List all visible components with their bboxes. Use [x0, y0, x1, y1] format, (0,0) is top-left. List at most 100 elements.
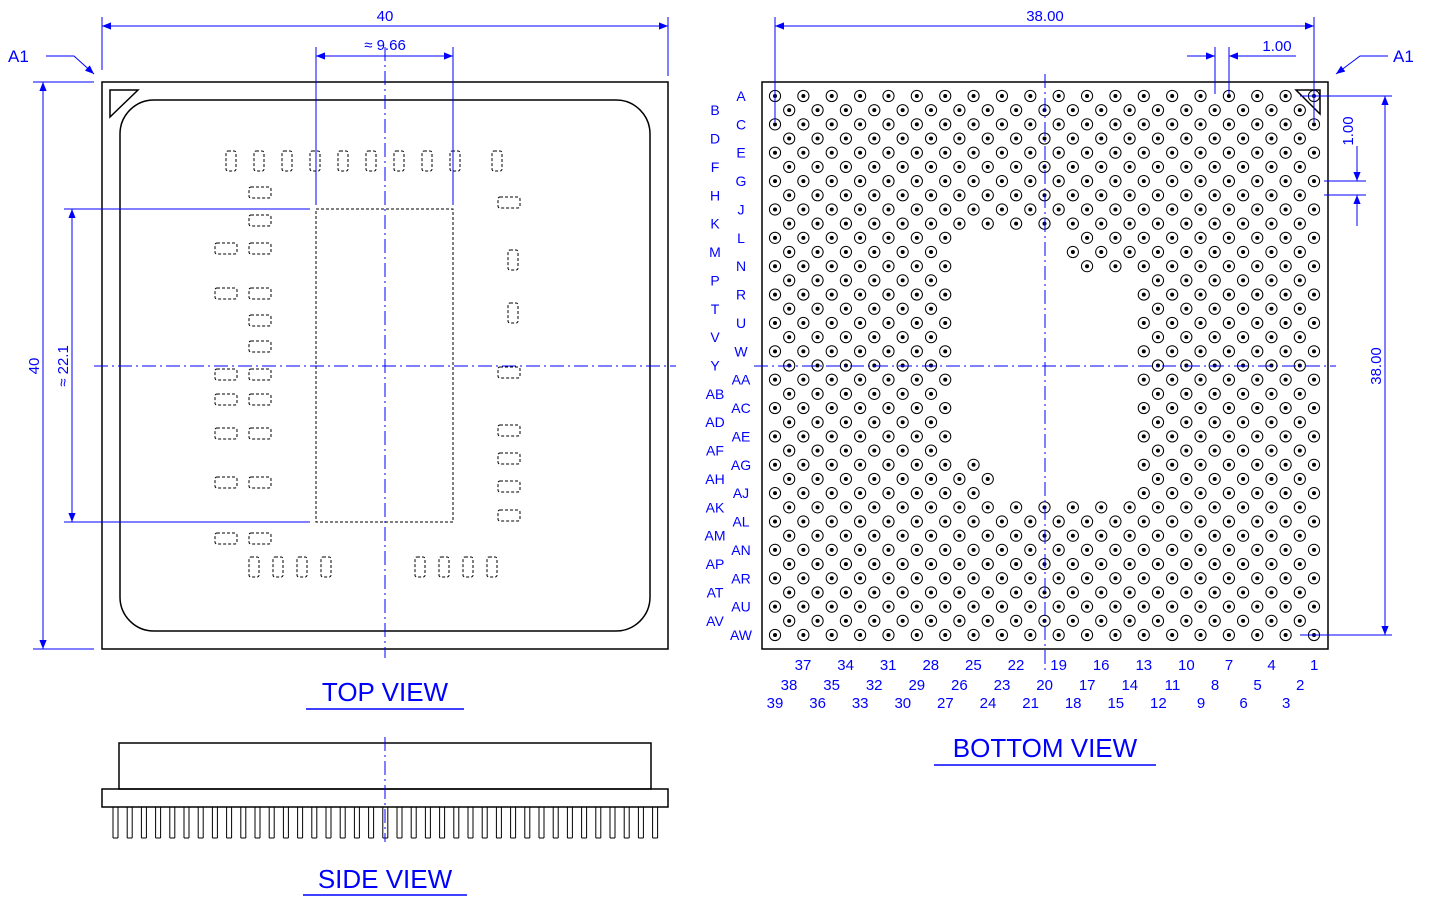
pin-dot [773, 179, 777, 184]
pin-ring [1307, 543, 1321, 556]
pin-dot [1070, 193, 1075, 198]
pin-dot [957, 618, 962, 623]
pin-dot [829, 179, 834, 184]
pin-ring [1066, 104, 1079, 117]
pin1-leader-top [46, 55, 95, 75]
pin-ring [1293, 104, 1306, 117]
pin-dot [801, 292, 806, 297]
pin-ring [882, 401, 895, 415]
pin-dot [1184, 136, 1189, 141]
capacitor-pad [337, 150, 349, 172]
pin-dot [1127, 618, 1132, 623]
pin-dot [1099, 193, 1104, 198]
pin-ring [1251, 543, 1264, 556]
pin-ring [1194, 600, 1207, 613]
row-label: AH [705, 471, 724, 487]
pin-dot [1155, 448, 1160, 453]
pin-dot [1056, 122, 1061, 127]
pin-ring [910, 146, 923, 159]
pin-dot [1141, 207, 1146, 212]
pin-ring [1194, 458, 1207, 471]
pin-ring [1265, 614, 1278, 627]
pin-ring [882, 89, 895, 103]
pin-ring [783, 104, 796, 117]
pin-dot [957, 136, 962, 141]
pin-ring [1010, 189, 1023, 202]
pin-dot [1014, 164, 1019, 169]
pin-dot [1255, 94, 1260, 98]
pin-dot [1070, 618, 1075, 623]
dim-package-height: 40 [26, 358, 43, 375]
pin-ring [1222, 146, 1235, 159]
pin-ring [868, 217, 881, 230]
pin-dot [858, 633, 863, 637]
pin-dot [773, 462, 777, 467]
pin-ring [939, 600, 952, 613]
pin-ring [1222, 231, 1235, 244]
pin-ring [825, 401, 838, 415]
pin-dot [1269, 533, 1274, 538]
pin-dot [1283, 576, 1288, 581]
pin-dot [1170, 179, 1175, 184]
pin-ring [1180, 557, 1193, 571]
pin-ring [1222, 316, 1235, 330]
pin-ring [797, 146, 810, 159]
pin-dot [815, 136, 820, 141]
pin-dot [1226, 179, 1231, 184]
pin-ring [1279, 175, 1292, 188]
pin-ring [1236, 557, 1250, 571]
pin-dot [943, 491, 948, 496]
pin-dot [1127, 164, 1132, 169]
pin-dot [1226, 150, 1231, 155]
column-label: 19 [1050, 657, 1067, 674]
pin-dot [829, 491, 834, 496]
pin-ring [811, 217, 824, 230]
pin-ring [1279, 146, 1292, 159]
pin-ring [1123, 557, 1136, 571]
pin-dot [1184, 562, 1189, 567]
column-label: 35 [823, 677, 840, 694]
pin-dot [1141, 377, 1146, 382]
pin-dot [1127, 193, 1132, 198]
pin-ring [910, 487, 923, 500]
pin-ring [1095, 245, 1108, 259]
pin-ring [1123, 189, 1136, 202]
pin-dot [801, 207, 806, 212]
pin-dot [1241, 306, 1246, 311]
pin-ring [896, 274, 909, 287]
pin-dot [957, 164, 962, 169]
pin-dot [886, 633, 891, 637]
pin-ring [783, 302, 796, 315]
pin-dot [1155, 505, 1160, 510]
pin-dot [999, 604, 1004, 609]
pin-ring [882, 118, 895, 131]
pin-dot [914, 604, 919, 609]
pin-dot [943, 519, 948, 524]
pin-ring [1137, 628, 1150, 642]
pin-ring [1194, 430, 1207, 443]
pin-ring [1137, 288, 1150, 301]
pin-ring [1180, 387, 1193, 400]
pin-dot [1014, 108, 1019, 113]
pin-ring [868, 557, 881, 571]
pin-dot [1297, 335, 1302, 340]
pin-ring [783, 444, 796, 457]
pin-dot [801, 576, 806, 581]
pin-dot [943, 377, 948, 382]
pin-ring [1151, 160, 1165, 174]
pin-ring [995, 515, 1009, 528]
pin-ring [1180, 302, 1193, 315]
pin-dot [815, 391, 820, 396]
pin-ring [1166, 203, 1179, 216]
pin-dot [1099, 505, 1104, 510]
pin-ring [1151, 557, 1165, 571]
pin-ring [1236, 331, 1250, 344]
pin-ring [1307, 458, 1321, 471]
pin-dot [1170, 264, 1175, 269]
pin-dot [1155, 136, 1160, 141]
pin-dot [900, 108, 905, 113]
pin-ring [768, 231, 782, 244]
row-label: AD [705, 414, 724, 430]
pin-ring [1052, 203, 1065, 216]
